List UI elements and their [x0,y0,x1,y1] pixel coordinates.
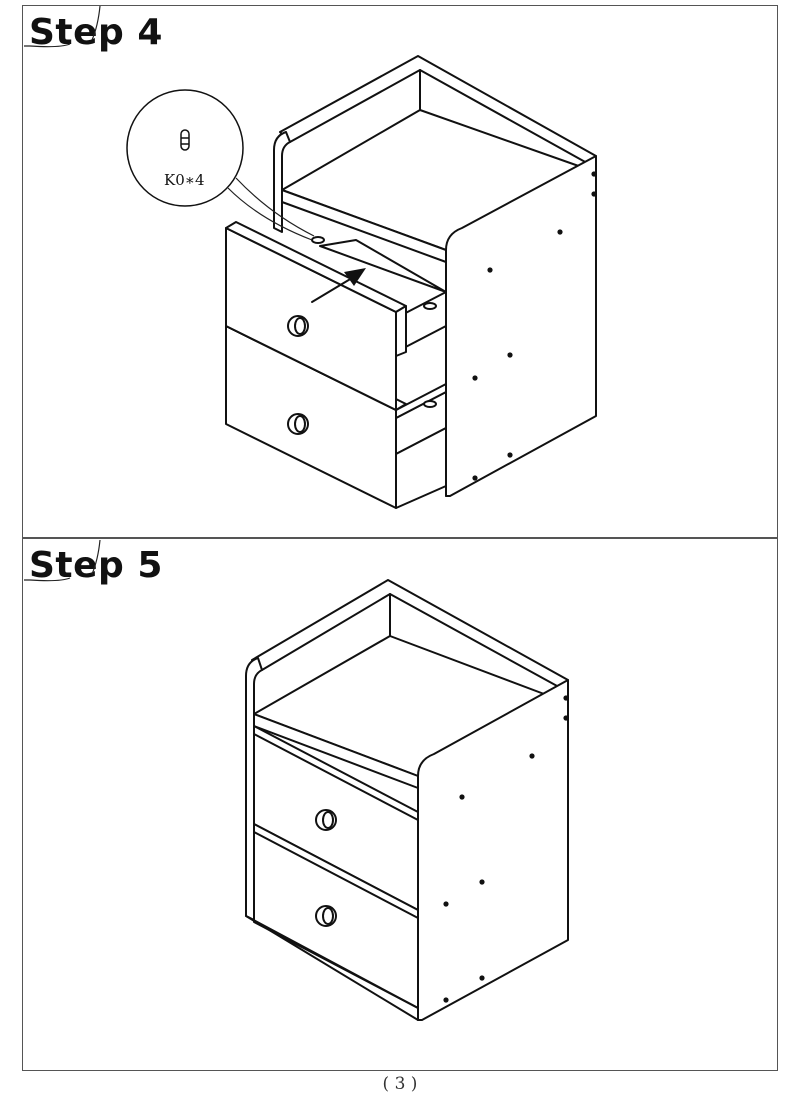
step-4-underline [24,43,71,48]
step-5-cabinet [245,579,569,1021]
insert-arrow [344,268,366,286]
step-4-underline-hook [91,5,101,41]
step-5-underline [24,577,71,582]
part-label: K0∗4 [164,171,205,189]
step-5-underline-hook [91,539,101,575]
step-4-cabinet [225,55,597,509]
cam-screw [311,236,325,244]
cam-bolt-icon [180,129,190,151]
step-5-panel: Step 5 [22,538,778,1071]
page-number: ( 3 ) [382,1074,418,1094]
k0-callout: K0∗4 [126,89,315,241]
